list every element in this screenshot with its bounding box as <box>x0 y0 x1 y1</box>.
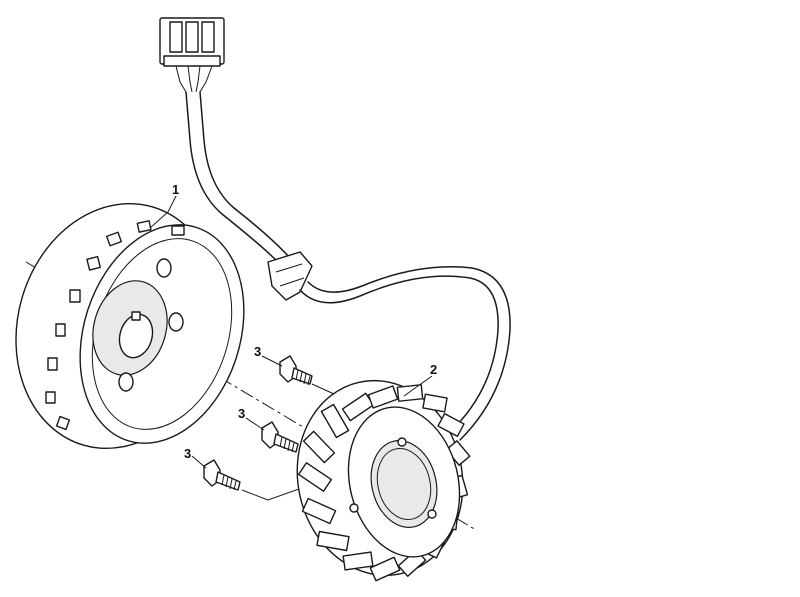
leader-bolt-middle <box>245 417 265 431</box>
bolt-bottom <box>203 459 241 491</box>
leader-flywheel <box>149 195 177 229</box>
rotor-magnet-windows <box>45 220 185 431</box>
callout-3-bottom: 3 <box>184 446 191 461</box>
callout-3-top: 3 <box>254 344 261 359</box>
leader-bolt-bottom <box>191 455 207 469</box>
callout-1: 1 <box>172 182 179 197</box>
bolt-middle <box>261 421 299 453</box>
bolt-top <box>279 355 313 386</box>
leader-stator <box>403 375 433 397</box>
stator <box>296 379 471 582</box>
leader-bolt-top <box>261 355 283 367</box>
callout-3-middle: 3 <box>238 406 245 421</box>
callout-2: 2 <box>430 362 437 377</box>
wire-harness <box>159 17 511 441</box>
flywheel-rotor <box>15 202 477 531</box>
